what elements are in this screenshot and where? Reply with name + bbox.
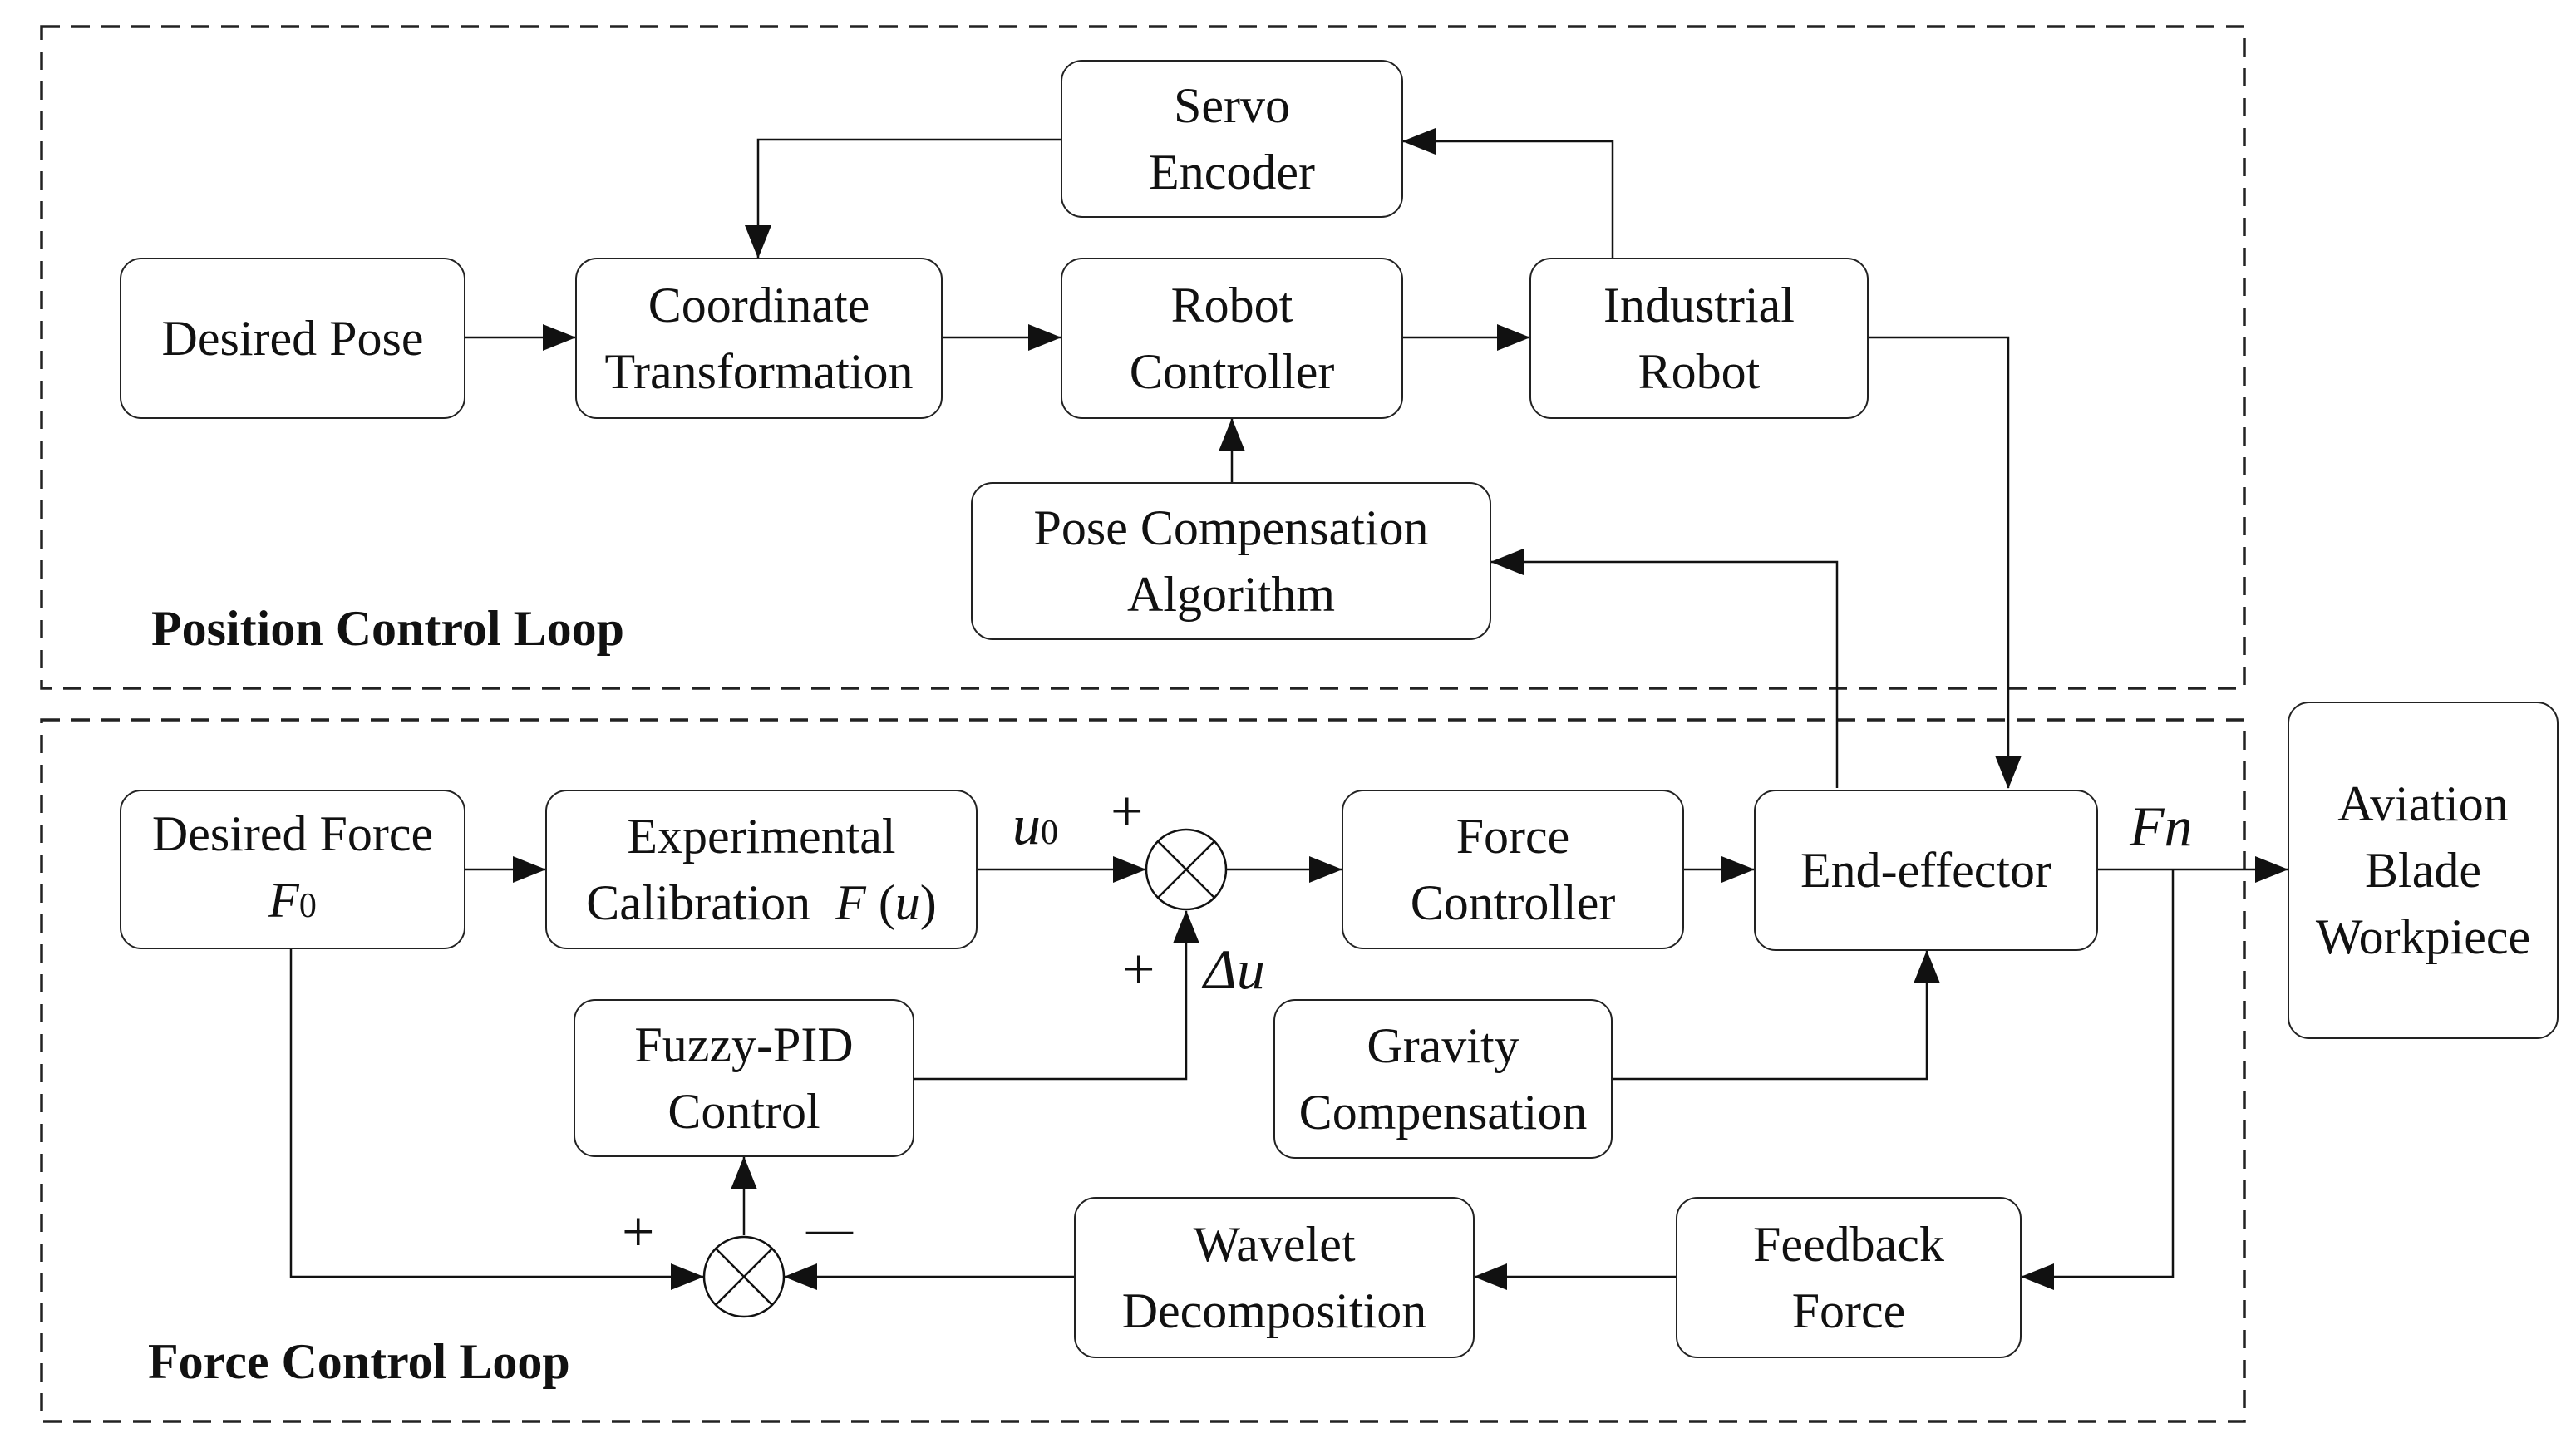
signal-delta-u-label: Δu <box>1204 938 1265 1001</box>
signal-fn-label: Fn <box>2130 795 2193 858</box>
force-loop-frame <box>40 718 2246 1423</box>
wire-industrial-to-servo <box>1402 128 1614 258</box>
calibration-function-line: Calibration F (u) <box>586 875 937 930</box>
wire-gravity-to-endeffector <box>1613 950 1940 1081</box>
position-loop-title: Position Control Loop <box>151 601 624 656</box>
fuzzy-pid-block: Fuzzy-PID Control <box>574 999 914 1157</box>
robot-controller-block: Robot Controller <box>1061 258 1403 419</box>
feedback-force-block: Feedback Force <box>1676 1197 2022 1358</box>
wire-fuzzy-to-sum <box>914 910 1199 1081</box>
wire-industrial-to-endeffector <box>1869 336 2022 789</box>
desired-force-symbol: F0 <box>268 872 317 928</box>
experimental-calibration-block: Experimental Calibration F (u) <box>545 790 978 949</box>
wire-servo-to-coord <box>745 138 1061 259</box>
signal-u0-label: u0 <box>1012 793 1058 856</box>
force-loop-title: Force Control Loop <box>148 1334 570 1389</box>
sum-top-plus-left: + <box>1111 780 1144 844</box>
desired-force-block: Desired Force F0 <box>120 790 465 949</box>
gravity-compensation-block: Gravity Compensation <box>1273 999 1613 1159</box>
force-controller-block: Force Controller <box>1342 790 1684 949</box>
summing-junction-bottom <box>702 1235 786 1318</box>
servo-encoder-block: Servo Encoder <box>1061 60 1403 218</box>
position-loop-frame <box>40 25 2246 690</box>
summing-junction-top <box>1145 828 1228 911</box>
aviation-blade-workpiece-block: Aviation Blade Workpiece <box>2288 702 2559 1039</box>
desired-pose-block: Desired Pose <box>120 258 465 419</box>
pose-compensation-block: Pose Compensation Algorithm <box>971 482 1491 640</box>
sum-top-plus-bottom: + <box>1122 938 1155 1002</box>
coordinate-transformation-block: Coordinate Transformation <box>575 258 943 419</box>
wire-desiredforce-to-errorsum <box>289 949 704 1290</box>
wavelet-decomposition-block: Wavelet Decomposition <box>1074 1197 1475 1358</box>
sum-bottom-plus: + <box>622 1200 655 1264</box>
sum-bottom-minus: — <box>806 1203 853 1254</box>
wire-fn-to-feedback <box>2021 869 2175 1290</box>
industrial-robot-block: Industrial Robot <box>1529 258 1869 419</box>
end-effector-block: End-effector <box>1754 790 2098 951</box>
wire-endeffector-to-posecomp <box>1490 549 1839 788</box>
